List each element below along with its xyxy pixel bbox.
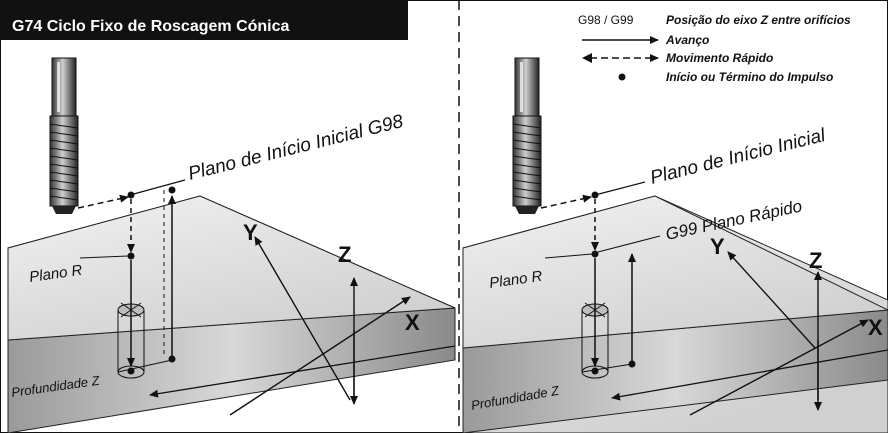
left-retract-point <box>168 355 176 363</box>
right-initial-plane-line <box>594 181 646 196</box>
right-depth-point <box>591 367 599 375</box>
left-x-axis-line <box>229 296 411 416</box>
left-tap-tool-icon <box>49 57 79 214</box>
legend-rapid: Movimento Rápido <box>666 51 773 65</box>
right-axis-x: X <box>868 315 883 340</box>
legend-g98-g99: G98 / G99 <box>578 13 634 27</box>
right-edge-arrow <box>611 349 888 401</box>
legend-feed: Avanço <box>665 33 709 47</box>
left-depth-base <box>117 359 173 373</box>
left-r-plane-line <box>79 255 129 259</box>
right-r-plane-line <box>544 253 593 259</box>
right-x-axis-line <box>689 319 869 416</box>
left-axis-y: Y <box>243 220 258 245</box>
right-tap-tool-icon <box>512 57 542 214</box>
legend-z-position: Posição do eixo Z entre orifícios <box>666 13 851 27</box>
right-workpiece-surface <box>462 195 888 349</box>
right-panel: Plano de Início Inicial Plano R G99 Plan… <box>462 57 888 433</box>
left-return-point <box>168 186 176 194</box>
right-initial-plane-label: Plano de Início Inicial <box>648 125 828 189</box>
right-axis-z: Z <box>809 248 822 273</box>
left-initial-plane-line <box>129 179 186 196</box>
title-bar <box>1 1 408 40</box>
left-initial-plane-label: Plano de Início Inicial G98 <box>186 111 406 185</box>
left-rapid-approach-arrow <box>77 194 129 209</box>
right-depth-base <box>581 363 633 373</box>
legend-start-end: Início ou Término do Impulso <box>666 70 833 84</box>
right-r-point <box>591 250 599 258</box>
right-rapid-approach-arrow <box>540 194 592 209</box>
right-start-point <box>591 191 599 199</box>
right-y-axis-line <box>727 251 816 349</box>
left-axis-z: Z <box>338 242 351 267</box>
diagram-title: G74 Ciclo Fixo de Roscagem Cónica <box>12 18 290 35</box>
left-panel: Plano de Início Inicial G98 Plano R Prof… <box>1 1 456 433</box>
left-r-point <box>127 252 135 260</box>
left-axis-x: X <box>405 310 420 335</box>
right-axis-y: Y <box>710 234 725 259</box>
left-start-point <box>127 191 135 199</box>
right-retract-point <box>628 360 636 368</box>
left-edge-arrow <box>149 345 456 398</box>
legend: G98 / G99 Posição do eixo Z entre orifíc… <box>578 13 851 84</box>
legend-rapid-arrow-back <box>582 53 592 63</box>
left-y-axis-line <box>254 236 351 401</box>
right-rapid-plane-line <box>597 235 661 253</box>
legend-dot-icon <box>618 73 626 81</box>
